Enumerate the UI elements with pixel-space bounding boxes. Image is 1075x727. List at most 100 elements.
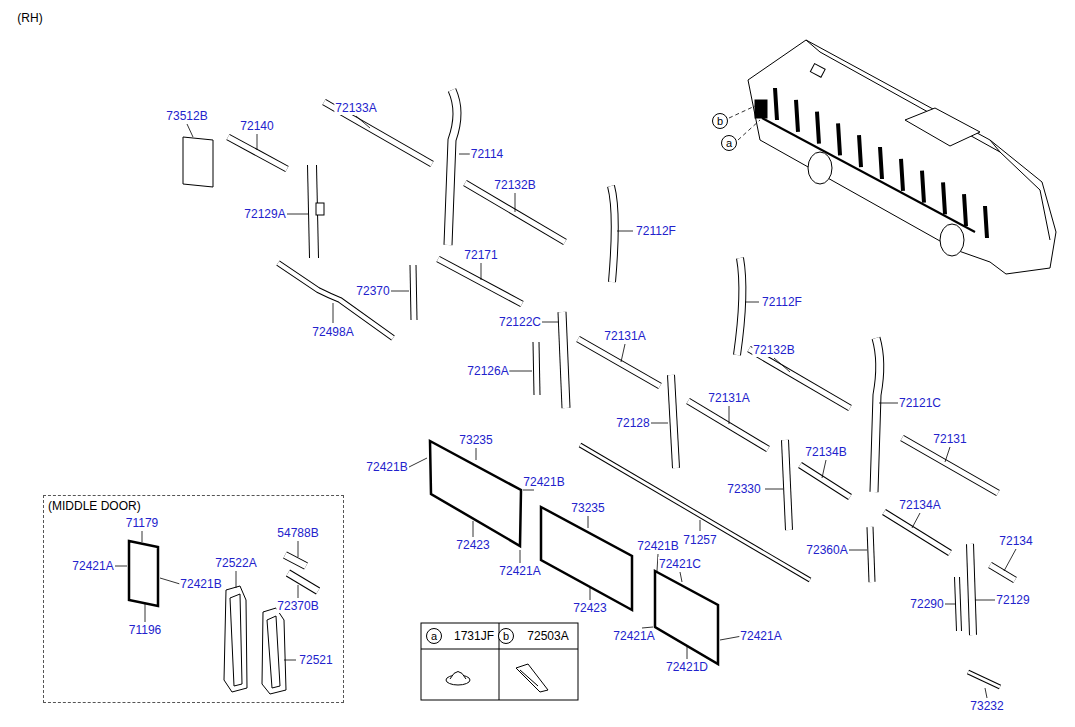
part-strip-fill bbox=[870, 527, 872, 582]
callout-letter: a bbox=[726, 137, 732, 149]
part-strip bbox=[990, 565, 1015, 580]
part-number: 72128 bbox=[615, 416, 650, 430]
part-strip bbox=[536, 342, 537, 395]
window-frame bbox=[655, 571, 718, 664]
bus-body bbox=[748, 40, 1056, 274]
bracket bbox=[316, 203, 324, 215]
bus-stripe bbox=[838, 123, 840, 155]
part-number: 71179 bbox=[125, 516, 159, 530]
part-strip-fill bbox=[611, 186, 615, 282]
part-strip-fill bbox=[413, 265, 414, 320]
part-number: 72421B bbox=[365, 460, 408, 474]
part-number: 72421B bbox=[522, 475, 565, 489]
part-number: 72131A bbox=[603, 329, 646, 343]
part-strip-fill bbox=[278, 263, 393, 338]
part-number: 73512B bbox=[165, 109, 208, 123]
panel-title: (MIDDLE DOOR) bbox=[48, 499, 141, 513]
part-number: 72140 bbox=[239, 119, 274, 133]
part-strip bbox=[902, 438, 998, 493]
part-strip-fill bbox=[874, 338, 880, 492]
part-strip bbox=[562, 312, 566, 408]
bus-illustration bbox=[748, 40, 1056, 274]
bus-stripe bbox=[901, 159, 903, 191]
part-strip-fill bbox=[785, 440, 789, 530]
part-strip-fill bbox=[578, 339, 660, 386]
part-number: 72421D bbox=[665, 660, 709, 674]
part-strip bbox=[671, 375, 676, 468]
part-number: 72114 bbox=[470, 147, 504, 161]
part-strip-fill bbox=[438, 259, 522, 304]
part-strip-fill bbox=[884, 512, 950, 553]
bus-stripe bbox=[943, 182, 945, 214]
part-strip bbox=[285, 555, 306, 566]
callout-circle: b bbox=[498, 628, 514, 644]
part-number: 72421B bbox=[179, 577, 222, 591]
part-strip bbox=[957, 577, 959, 631]
part-strip bbox=[737, 258, 742, 355]
part-strip-fill bbox=[562, 312, 566, 408]
callout-circle: a bbox=[426, 628, 442, 644]
part-strip bbox=[800, 465, 850, 497]
caption-text: (RH) bbox=[16, 11, 43, 25]
callout-letter: a bbox=[431, 630, 437, 642]
bus-stripe bbox=[964, 194, 966, 226]
callout-letter: b bbox=[503, 630, 509, 642]
part-number: 72171 bbox=[463, 248, 498, 262]
part-number: 72421B bbox=[636, 539, 679, 553]
pillar-part bbox=[262, 608, 286, 694]
group-panel: (MIDDLE DOOR) bbox=[43, 495, 344, 703]
bus-stripe bbox=[859, 135, 861, 167]
part-number: 72370B bbox=[276, 599, 319, 613]
part-number: 72330 bbox=[726, 482, 761, 496]
part-number: 72421A bbox=[498, 564, 541, 578]
part-number: 72421A bbox=[612, 629, 655, 643]
part-strip-fill bbox=[288, 573, 318, 591]
part-strip bbox=[278, 263, 393, 338]
part-number: 72421A bbox=[71, 559, 114, 573]
pillar-part bbox=[224, 586, 247, 692]
window-frame bbox=[541, 507, 632, 610]
part-number: 72131A bbox=[707, 391, 750, 405]
callout-letter: b bbox=[717, 115, 723, 127]
part-number: 71196 bbox=[128, 623, 162, 637]
part-strip bbox=[870, 527, 872, 582]
part-strip-fill bbox=[749, 349, 850, 408]
part-number: 73232 bbox=[969, 699, 1004, 713]
part-number: 72132B bbox=[752, 343, 795, 357]
part-number: 72132B bbox=[493, 178, 536, 192]
pillar-part bbox=[230, 594, 242, 686]
caption-text: 72503A bbox=[526, 629, 569, 643]
part-number: 72421A bbox=[739, 629, 782, 643]
part-strip bbox=[324, 102, 432, 164]
part-strip bbox=[448, 90, 457, 245]
window-frame bbox=[129, 541, 158, 606]
part-strip-fill bbox=[737, 258, 742, 355]
part-number: 73235 bbox=[458, 433, 493, 447]
bus-stripe bbox=[985, 206, 987, 238]
part-number: 72131 bbox=[932, 432, 967, 446]
bus-stripes bbox=[762, 88, 987, 238]
part-number: 72521 bbox=[298, 653, 333, 667]
part-strip bbox=[970, 544, 973, 635]
solid-parts bbox=[183, 137, 324, 694]
part-number: 54788B bbox=[276, 526, 319, 540]
part-strip bbox=[968, 672, 1000, 687]
part-number: 72129A bbox=[243, 207, 286, 221]
part-strip-fill bbox=[990, 565, 1015, 580]
part-number: 72423 bbox=[572, 601, 607, 615]
part-number: 72421C bbox=[658, 557, 702, 571]
part-number: 72423 bbox=[455, 538, 490, 552]
part-strip-fill bbox=[902, 438, 998, 493]
key-table bbox=[421, 623, 578, 700]
part-strip-fill bbox=[536, 342, 537, 395]
part-strip bbox=[785, 440, 789, 530]
part-strip-fill bbox=[324, 102, 432, 164]
part-strip-fill bbox=[285, 555, 306, 566]
callout-circle: b bbox=[712, 113, 728, 129]
part-number: 72134A bbox=[898, 498, 941, 512]
part-number: 72360A bbox=[805, 543, 848, 557]
part-strip-fill bbox=[312, 165, 314, 258]
part-strip-fill bbox=[970, 544, 973, 635]
part-number: 72522A bbox=[214, 556, 257, 570]
part-number: 72370 bbox=[355, 284, 390, 298]
